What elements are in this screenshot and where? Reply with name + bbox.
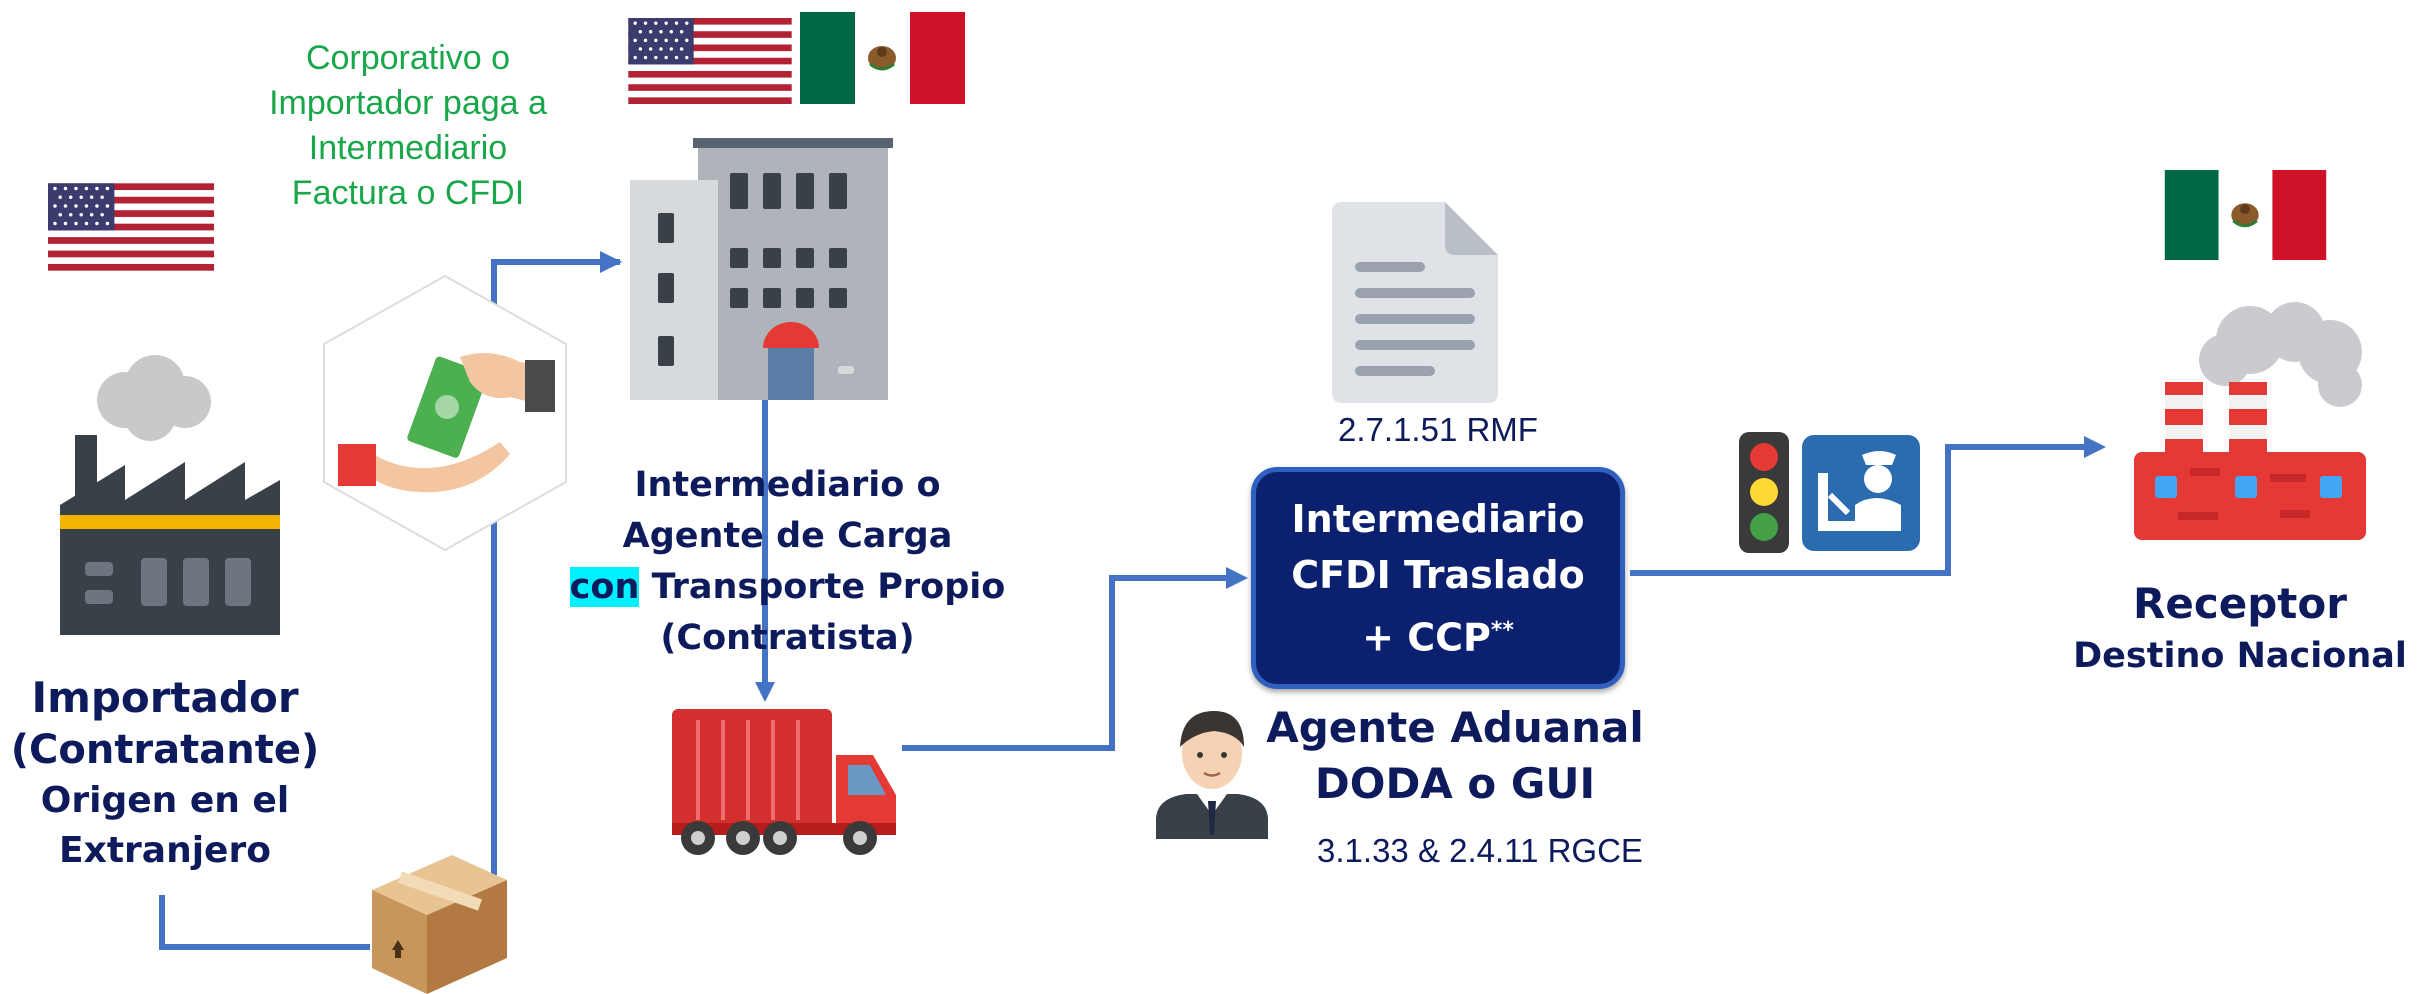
arrow-cfdi-to-receiver bbox=[1630, 442, 2100, 576]
traffic-light-icon bbox=[1739, 432, 1789, 553]
usa-flag-icon bbox=[628, 18, 792, 104]
customs-agent-line: DODA o GUI bbox=[1314, 759, 1596, 808]
money-payment-icon bbox=[323, 274, 567, 552]
mexico-flag-icon bbox=[2164, 170, 2327, 260]
importer-subtitle: (Contratante) bbox=[10, 727, 320, 773]
customs-agent-line: Agente Aduanal bbox=[1266, 703, 1644, 752]
importer-origin-line: Origen en el bbox=[40, 780, 290, 821]
office-building-icon bbox=[630, 138, 893, 400]
intermediary-label: Intermediario o Agente de Carga con Tran… bbox=[545, 460, 1030, 664]
intermediary-line: Agente de Carga bbox=[622, 516, 953, 556]
payment-note-line: Importador paga a bbox=[269, 84, 547, 122]
intermediary-line: (Contratista) bbox=[660, 618, 915, 658]
importer-title: Importador bbox=[31, 673, 299, 722]
customs-officer-icon bbox=[1802, 435, 1920, 551]
ccp-label: + CCP bbox=[1362, 615, 1491, 660]
payment-note-line: Corporativo o bbox=[305, 39, 511, 77]
factory-icon bbox=[60, 355, 280, 635]
receiver-title: Receptor bbox=[2133, 579, 2347, 628]
rgce-reference: 3.1.33 & 2.4.11 RGCE bbox=[1317, 832, 1643, 869]
cardboard-box-icon bbox=[372, 855, 507, 994]
mexico-flag-icon bbox=[800, 12, 965, 104]
payment-note-line: Factura o CFDI bbox=[291, 174, 525, 212]
customs-agent-label: Agente Aduanal DODA o GUI bbox=[1255, 700, 1655, 812]
receiver-subtitle: Destino Nacional bbox=[2073, 636, 2407, 676]
intermediary-line: con Transporte Propio bbox=[545, 562, 1030, 613]
delivery-truck-icon bbox=[672, 709, 896, 855]
document-icon bbox=[1332, 202, 1498, 403]
intermediary-line: Intermediario o bbox=[634, 465, 941, 505]
usa-flag-icon bbox=[48, 183, 214, 271]
cfdi-box: Intermediario CFDI Traslado + CCP** bbox=[1251, 467, 1625, 689]
receiver-label: Receptor Destino Nacional bbox=[2060, 576, 2420, 680]
payment-note-line: Intermediario bbox=[308, 129, 508, 167]
cfdi-box-line: Intermediario bbox=[1291, 496, 1585, 541]
importer-label: Importador (Contratante) Origen en el Ex… bbox=[0, 672, 330, 876]
intermediary-transport-text: Transporte Propio bbox=[651, 567, 1006, 607]
cfdi-box-line: + CCP** bbox=[1256, 603, 1620, 666]
importer-origin-line: Extranjero bbox=[59, 830, 271, 871]
rmf-reference: 2.7.1.51 RMF bbox=[1338, 411, 1538, 448]
arrow-box-to-building bbox=[491, 257, 622, 875]
man-icon bbox=[1156, 711, 1268, 839]
arrow-importer-to-box bbox=[159, 895, 370, 950]
red-factory-icon bbox=[2134, 302, 2366, 540]
ccp-footnote-mark: ** bbox=[1490, 617, 1514, 643]
highlighted-word: con bbox=[569, 567, 640, 607]
payment-note: Corporativo o Importador paga a Intermed… bbox=[228, 36, 588, 216]
cfdi-box-line: CFDI Traslado bbox=[1291, 552, 1585, 597]
arrow-truck-to-cfdi bbox=[902, 573, 1242, 751]
